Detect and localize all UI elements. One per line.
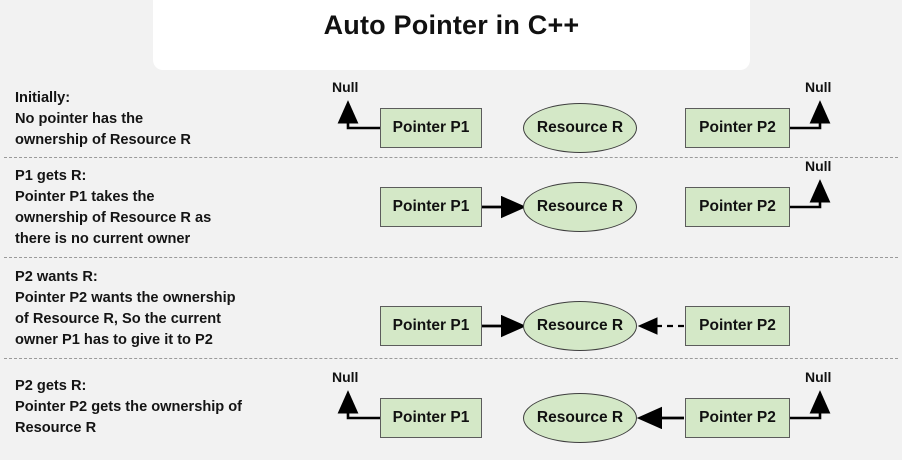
pointer-p2-box[interactable]: Pointer P2 xyxy=(685,108,790,148)
pointer-p2-box[interactable]: Pointer P2 xyxy=(685,306,790,346)
row-caption: P2 gets R: Pointer P2 gets the ownership… xyxy=(15,378,243,436)
pointer-p1-box[interactable]: Pointer P1 xyxy=(380,398,482,438)
null-label-p2: Null xyxy=(805,158,832,174)
row-caption: Initially: No pointer has the ownership … xyxy=(15,90,191,148)
pointer-p1-box[interactable]: Pointer P1 xyxy=(380,306,482,346)
resource-r-ellipse[interactable]: Resource R xyxy=(523,103,637,153)
page-title: Auto Pointer in C++ xyxy=(323,10,580,40)
arrow-layer xyxy=(482,179,831,219)
arrow-layer xyxy=(337,390,831,430)
arrow-layer xyxy=(337,100,831,130)
null-label-p2: Null xyxy=(805,369,832,385)
resource-r-ellipse[interactable]: Resource R xyxy=(523,301,637,351)
pointer-p2-box[interactable]: Pointer P2 xyxy=(685,398,790,438)
row-p1-gets-r: P1 gets R: Pointer P1 takes the ownershi… xyxy=(0,158,902,257)
arrow-layer xyxy=(482,314,684,338)
row-diagram: Null Null Pointer P1 Resource R Pointer … xyxy=(0,78,902,157)
row-separator-3 xyxy=(4,358,898,359)
pointer-p1-box[interactable]: Pointer P1 xyxy=(380,187,482,227)
pointer-p1-box[interactable]: Pointer P1 xyxy=(380,108,482,148)
pointer-p2-box[interactable]: Pointer P2 xyxy=(685,187,790,227)
row-initially: Initially: No pointer has the ownership … xyxy=(0,78,902,157)
row-diagram: Null Pointer P1 Resource R Pointer P2 xyxy=(0,158,902,257)
row-p2-gets-r: P2 gets R: Pointer P2 gets the ownership… xyxy=(0,359,902,460)
row-diagram: Null Null Pointer P1 Resource R Pointer … xyxy=(0,359,902,460)
resource-r-ellipse[interactable]: Resource R xyxy=(523,182,637,232)
row-diagram: Pointer P1 Resource R Pointer P2 xyxy=(0,258,902,358)
null-label-p1: Null xyxy=(332,369,359,385)
null-label-p1: Null xyxy=(332,79,359,95)
row-separator-1 xyxy=(4,157,898,158)
resource-r-ellipse[interactable]: Resource R xyxy=(523,393,637,443)
null-label-p2: Null xyxy=(805,79,832,95)
title-card: Auto Pointer in C++ xyxy=(153,0,750,70)
row-caption: P2 wants R: Pointer P2 wants the ownersh… xyxy=(15,269,236,348)
row-p2-wants-r: P2 wants R: Pointer P2 wants the ownersh… xyxy=(0,258,902,358)
row-separator-2 xyxy=(4,257,898,258)
row-caption: P1 gets R: Pointer P1 takes the ownershi… xyxy=(15,168,212,247)
